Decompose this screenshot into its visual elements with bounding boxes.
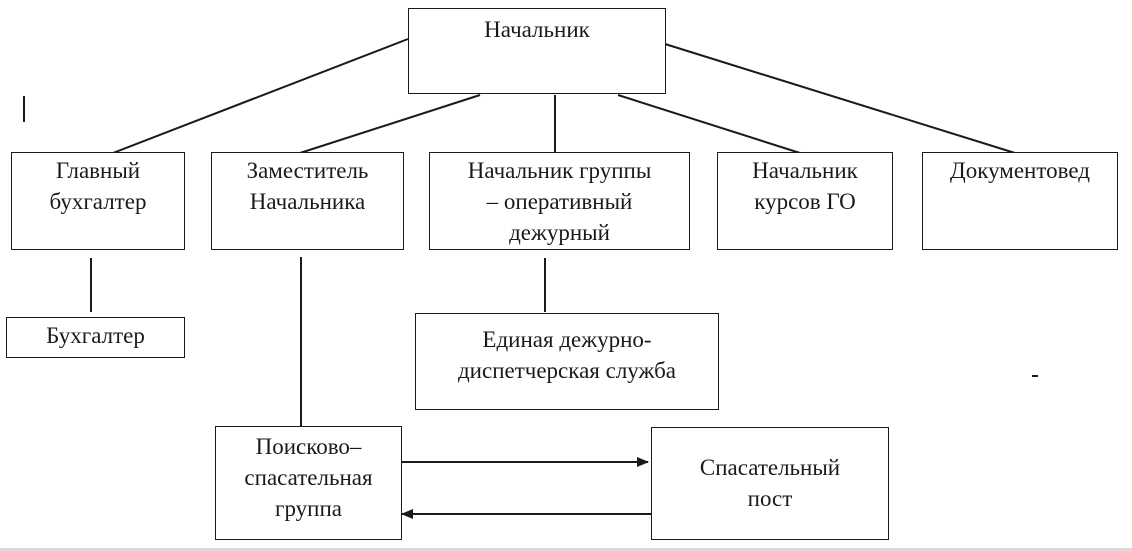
bottom-divider <box>0 548 1132 551</box>
box-rescue-post: Спасательный пост <box>651 427 889 540</box>
box-chief: Начальник <box>408 8 666 94</box>
box-group-chief-duty-officer: Начальник группы – оперативный дежурный <box>429 152 690 250</box>
edge-chief-to-chief-accountant <box>112 38 409 154</box>
edge-chief-to-deputy <box>299 94 481 154</box>
box-civil-defense-courses-chief: Начальник курсов ГО <box>717 152 893 250</box>
box-deputy-chief: Заместитель Начальника <box>211 152 404 250</box>
edge-chief-to-records-manager <box>664 43 1016 154</box>
box-accountant: Бухгалтер <box>6 317 185 358</box>
edge-chief-to-courses-chief <box>617 94 801 154</box>
box-search-rescue-group: Поисково– спасательная группа <box>215 426 402 540</box>
box-records-manager: Документовед <box>922 152 1118 250</box>
box-chief-accountant: Главный бухгалтер <box>11 152 185 250</box>
box-unified-duty-dispatch-service: Единая дежурно- диспетчерская служба <box>415 313 719 410</box>
